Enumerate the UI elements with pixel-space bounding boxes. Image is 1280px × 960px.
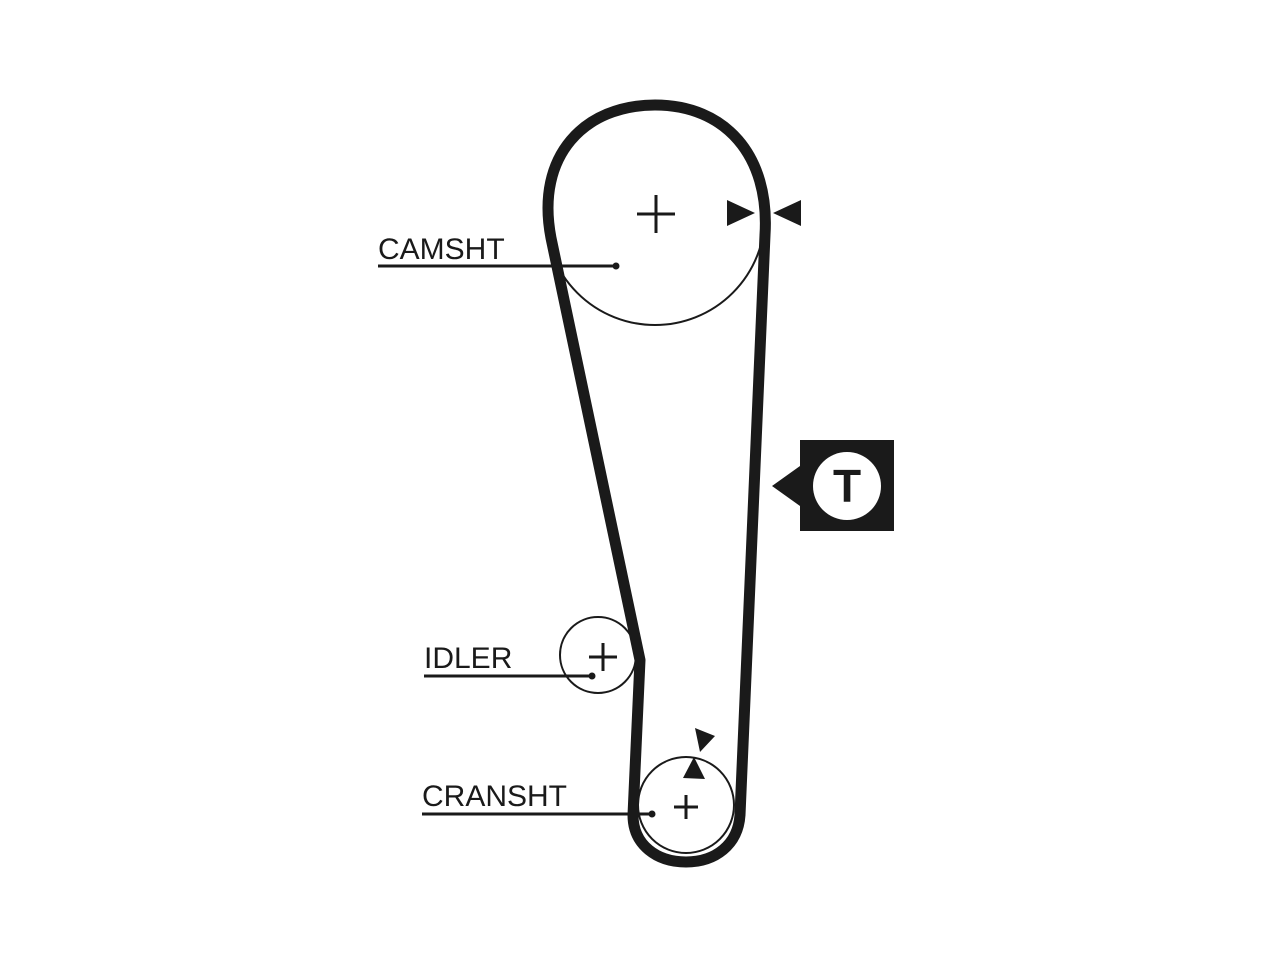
- camshaft-center-plus-icon: [637, 195, 675, 233]
- camshaft-timing-mark-icon: [727, 200, 755, 226]
- idler-center-plus-icon: [589, 643, 617, 671]
- crankshaft-center-plus-icon: [674, 795, 698, 819]
- timing-belt: [542, 99, 771, 868]
- crankshaft-timing-mark-icon: [695, 728, 715, 752]
- crankshaft-leader-dot: [648, 810, 656, 818]
- tensioner-t-icon: T: [772, 440, 894, 531]
- crankshaft-label: CRANSHT: [422, 780, 567, 813]
- idler-label: IDLER: [424, 642, 512, 675]
- idler-pulley: [559, 616, 637, 694]
- idler-leader-dot: [588, 672, 596, 680]
- tensioner-letter: T: [833, 460, 861, 512]
- crankshaft-timing-mark-icon: [683, 757, 705, 779]
- camshaft-leader-dot: [612, 262, 620, 270]
- camshaft-timing-mark-icon: [773, 200, 801, 226]
- camshaft-label: CAMSHT: [378, 233, 505, 266]
